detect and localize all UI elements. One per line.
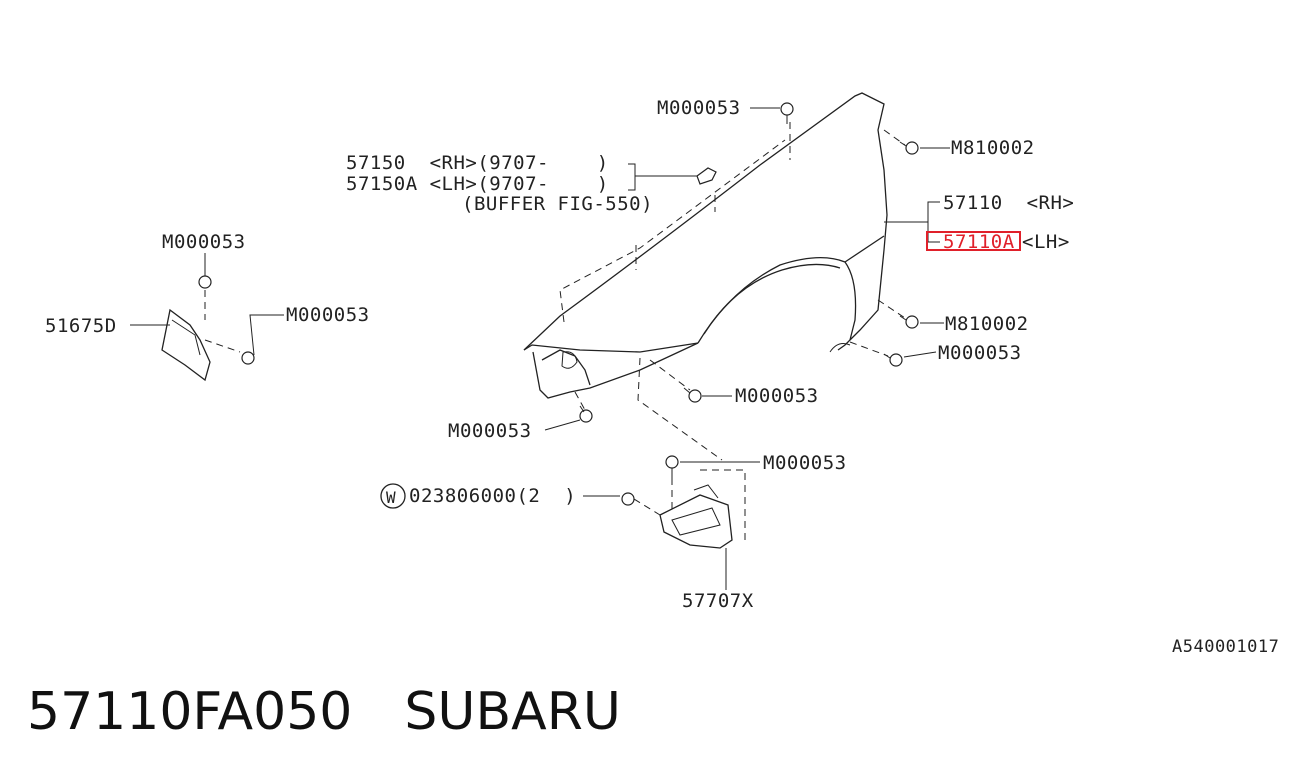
label-buffer-rh: 57150 <RH>(9707- ): [346, 152, 609, 174]
leader-lines: [130, 107, 950, 590]
bolt-icon: [665, 455, 679, 478]
bolt-icon: [780, 102, 794, 124]
label-fender-lh-code[interactable]: 57110A: [943, 231, 1015, 253]
figure-code: A540001017: [1172, 637, 1279, 657]
label-fender-lh-side: <LH>: [1022, 231, 1070, 253]
highlight-box: [926, 231, 1021, 251]
label-m000053-mid: M000053: [735, 385, 819, 407]
washer-symbol-icon: [380, 483, 406, 509]
fender-drawing: [523, 92, 906, 540]
washer-bolt-icon: [621, 492, 635, 506]
buffer-clip-icon: [696, 167, 717, 185]
label-fender-rh: 57110 <RH>: [943, 192, 1074, 214]
label-buffer-lh: 57150A <LH>(9707- ): [346, 173, 609, 195]
bolt-icon: [899, 141, 919, 155]
label-bracket-part: 57707X: [682, 590, 754, 612]
bolt-icon: [579, 405, 593, 423]
label-left-side-bolt: M000053: [286, 304, 370, 326]
label-m810002-upper: M810002: [951, 137, 1035, 159]
label-m000053-right: M000053: [938, 342, 1022, 364]
label-m000053-top: M000053: [657, 97, 741, 119]
label-m000053-bracket: M000053: [763, 452, 847, 474]
bolt-icon: [883, 353, 903, 367]
label-washer-part: 023806000(2 ): [409, 485, 576, 507]
label-washer-symbol: W: [386, 488, 396, 507]
label-left-part: 51675D: [45, 315, 117, 337]
label-m810002-lower: M810002: [945, 313, 1029, 335]
bolt-icon: [683, 387, 702, 403]
bracket-drawing: [633, 478, 733, 549]
bolt-icon: [899, 315, 919, 329]
part-footer: 57110FA050 SUBARU: [27, 682, 673, 742]
brand-name: SUBARU: [404, 682, 621, 742]
label-buffer-note: (BUFFER FIG-550): [462, 193, 653, 215]
part-number: 57110FA050: [27, 682, 353, 742]
label-m000053-left-low: M000053: [448, 420, 532, 442]
label-left-top-bolt: M000053: [162, 231, 246, 253]
left-part-drawing: [161, 275, 255, 382]
